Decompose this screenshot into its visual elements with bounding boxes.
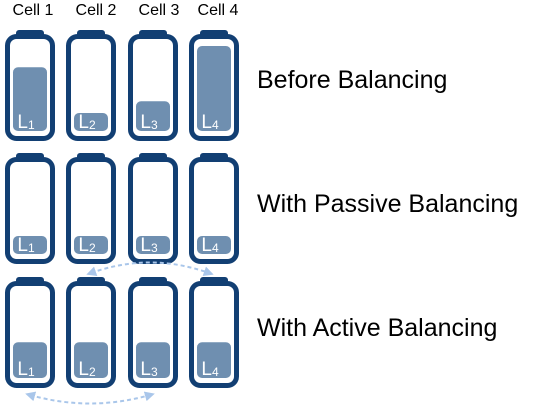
cell-label-subscript: 2 bbox=[89, 241, 96, 255]
charge-level-fill bbox=[197, 46, 231, 131]
charge-level-fill bbox=[136, 101, 170, 131]
cell-label-subscript: 2 bbox=[89, 365, 96, 379]
charge-level-fill bbox=[74, 113, 108, 131]
row-label-active: With Active Balancing bbox=[257, 314, 498, 342]
cell-label-subscript: 3 bbox=[151, 118, 158, 132]
row-label-passive: With Passive Balancing bbox=[257, 190, 519, 218]
cell-label-subscript: 4 bbox=[212, 241, 219, 255]
battery-icon: L2 bbox=[66, 30, 116, 141]
battery-icon: L4 bbox=[189, 30, 239, 141]
battery-icon: L2 bbox=[66, 277, 116, 388]
cell-label-subscript: 4 bbox=[212, 365, 219, 379]
column-header-cell-2: Cell 2 bbox=[75, 2, 117, 19]
charge-level-fill bbox=[136, 236, 170, 254]
cell-label: L4 bbox=[201, 112, 219, 133]
battery-icon: L2 bbox=[66, 153, 116, 264]
double-arrow-icon-top bbox=[86, 261, 214, 277]
cell-label: L1 bbox=[17, 112, 35, 133]
column-header-cell-4: Cell 4 bbox=[197, 2, 239, 19]
cell-label-subscript: 4 bbox=[212, 118, 219, 132]
charge-level-fill bbox=[197, 342, 231, 378]
battery-icon: L1 bbox=[5, 153, 55, 264]
charge-level-fill bbox=[136, 342, 170, 378]
cell-label-subscript: 2 bbox=[89, 118, 96, 132]
cell-label: L2 bbox=[78, 359, 96, 380]
charge-level-fill bbox=[74, 236, 108, 254]
cell-label: L4 bbox=[201, 359, 219, 380]
cell-label-subscript: 1 bbox=[28, 241, 35, 255]
double-arrow-icon-bottom bbox=[25, 391, 155, 405]
cell-label: L3 bbox=[140, 112, 158, 133]
column-header-cell-1: Cell 1 bbox=[12, 2, 54, 19]
battery-icon: L4 bbox=[189, 153, 239, 264]
cell-label: L2 bbox=[78, 235, 96, 256]
cell-label: L2 bbox=[78, 112, 96, 133]
battery-icon: L4 bbox=[189, 277, 239, 388]
cell-label: L4 bbox=[201, 235, 219, 256]
cell-label-subscript: 1 bbox=[28, 118, 35, 132]
cell-label-subscript: 3 bbox=[151, 241, 158, 255]
cell-label-subscript: 1 bbox=[28, 365, 35, 379]
cell-label-subscript: 3 bbox=[151, 365, 158, 379]
battery-icon: L3 bbox=[128, 30, 178, 141]
battery-icon: L1 bbox=[5, 30, 55, 141]
charge-level-fill bbox=[13, 236, 47, 254]
battery-icon: L3 bbox=[128, 277, 178, 388]
battery-icon: L1 bbox=[5, 277, 55, 388]
charge-level-fill bbox=[13, 67, 47, 131]
charge-level-fill bbox=[74, 342, 108, 378]
cell-label: L3 bbox=[140, 235, 158, 256]
battery-icon: L3 bbox=[128, 153, 178, 264]
row-label-before: Before Balancing bbox=[257, 66, 448, 94]
cell-label: L1 bbox=[17, 235, 35, 256]
cell-label: L1 bbox=[17, 359, 35, 380]
cell-label: L3 bbox=[140, 359, 158, 380]
column-header-cell-3: Cell 3 bbox=[138, 2, 180, 19]
charge-level-fill bbox=[13, 342, 47, 378]
charge-level-fill bbox=[197, 236, 231, 254]
